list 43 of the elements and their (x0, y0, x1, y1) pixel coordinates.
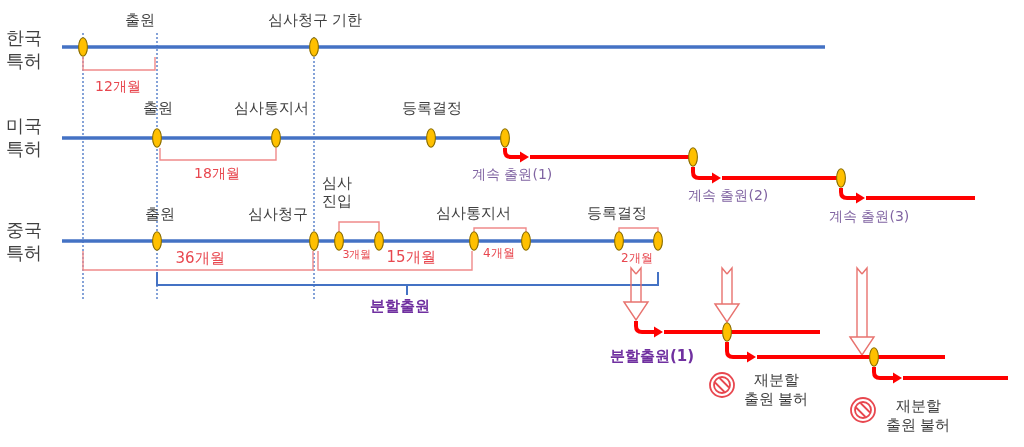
note-text: 재분할 출원 불허 (742, 371, 810, 409)
continuation-label: 계속 출원(3) (829, 207, 910, 225)
milestone-label: 심사통지서 (233, 99, 309, 117)
milestone-label: 심사 진입 (322, 174, 352, 210)
timeline-bar (903, 376, 1008, 380)
milestone-marker (869, 347, 879, 367)
milestone-marker (374, 231, 384, 251)
milestone-marker (836, 168, 846, 188)
bent-arrow (872, 367, 902, 384)
duration-label: 18개월 (194, 165, 240, 182)
milestone-marker (722, 322, 732, 342)
milestone-label: 출원 (143, 99, 173, 117)
milestone-label: 등록결정 (587, 204, 647, 222)
milestone-marker (653, 231, 663, 251)
note-text: 재분할 출원 불허 (884, 397, 952, 435)
milestone-label: 심사청구 기한 (267, 11, 363, 29)
milestone-label: 심사통지서 (435, 204, 511, 222)
span-label: 분할출원 (370, 297, 430, 315)
timeline-bar (757, 355, 945, 359)
milestone-label: 출원 (145, 205, 175, 223)
row-label: 한국 특허 (6, 27, 42, 72)
milestone-label: 등록결정 (402, 99, 462, 117)
hollow-down-arrow (714, 266, 740, 323)
branch-label: 분할출원(1) (610, 347, 695, 365)
duration-label: 36개월 (175, 249, 225, 267)
duration-label: 12개월 (95, 78, 141, 95)
milestone-label: 출원 (125, 11, 155, 29)
duration-label: 4개월 (483, 246, 515, 261)
duration-label: 15개월 (386, 248, 436, 266)
hollow-down-arrow (849, 266, 875, 356)
bent-arrow (839, 188, 865, 204)
duration-label: 2개월 (621, 251, 653, 266)
milestone-marker (521, 231, 531, 251)
row-label: 중국 특허 (6, 219, 42, 264)
milestone-label: 심사청구 (248, 205, 308, 223)
continuation-label: 계속 출원(1) (472, 165, 553, 183)
bent-arrow (691, 167, 721, 184)
milestone-marker (688, 147, 698, 167)
duration-label: 3개월 (342, 248, 372, 262)
bent-arrow (503, 148, 529, 163)
continuation-label: 계속 출원(2) (688, 186, 769, 204)
row-label: 미국 특허 (6, 115, 42, 160)
milestone-marker (500, 128, 510, 148)
